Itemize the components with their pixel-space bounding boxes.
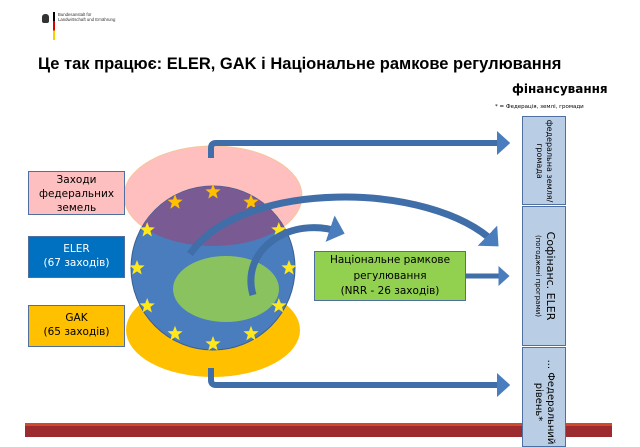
nrr-line-3: (NRR - 26 заходів) (340, 285, 440, 297)
gak-line-2: (65 заходів) (43, 326, 110, 338)
arrow-eler-to-cofinancing (187, 193, 499, 256)
federal-line-1: ... Федеральний (545, 359, 556, 445)
star-icon (271, 298, 287, 313)
cofinancing-line-1: Софінанс. ELER (544, 231, 557, 321)
financing-box-land: федеральна земля/ громада (522, 116, 566, 205)
bottom-bar (25, 423, 612, 437)
star-icon (167, 194, 183, 209)
star-icon (129, 260, 145, 275)
star-icon (167, 325, 183, 341)
eagle-icon (42, 14, 49, 23)
arrow-nrr-to-box (247, 215, 345, 296)
star-icon (205, 184, 221, 199)
laender-measures-box: Заходи федеральних земель (28, 171, 125, 215)
eler-line-2: (67 заходів) (43, 257, 110, 269)
star-icon (243, 194, 259, 209)
laender-line-2: федеральних (38, 188, 115, 200)
federal-text: ... Федеральний рівень* (532, 359, 556, 444)
nrr-line-1: Національне рамкове (329, 254, 451, 266)
page-title: Це так працює: ELER, GAK і Національне р… (38, 55, 562, 73)
eler-box: ELER (67 заходів) (28, 236, 125, 278)
logo-line-1: Bundesanstalt für (58, 12, 92, 17)
star-icon (139, 298, 155, 313)
financing-heading: фінансування (512, 82, 608, 96)
cofinancing-text: Софінанс. ELER (погоджені програми) (532, 231, 557, 321)
overlap-region (131, 186, 295, 246)
flag-stripe (53, 12, 55, 40)
federal-line-2: рівень* (533, 382, 544, 422)
star-icon (243, 325, 259, 341)
laender-line-1: Заходи (56, 174, 97, 186)
star-icon (281, 260, 297, 275)
land-text: федеральна земля/ громада (534, 119, 554, 202)
nrr-line-2: регулювання (353, 269, 427, 282)
land-line-2: громада (535, 142, 544, 179)
gak-box: GAK (65 заходів) (28, 305, 125, 347)
eler-line-1: ELER (63, 243, 90, 255)
financing-footnote: * = Федерація, землі, громади (495, 104, 584, 110)
cofinancing-line-2: (погоджені програми) (534, 234, 542, 318)
logo-text: Bundesanstalt für Landwirtschaft und Ern… (58, 12, 115, 22)
nrr-ellipse (173, 256, 279, 322)
logo: Bundesanstalt für Landwirtschaft und Ern… (42, 12, 162, 40)
gak-line-1: GAK (65, 312, 88, 324)
star-icon (139, 222, 155, 237)
laender-line-3: земель (56, 202, 97, 214)
star-icon (205, 336, 221, 351)
logo-line-2: Landwirtschaft und Ernährung (58, 17, 116, 22)
financing-box-cofinancing: Софінанс. ELER (погоджені програми) (522, 206, 566, 346)
nrr-box: Національне рамкове регулювання (NRR - 2… (314, 251, 466, 301)
eu-stars (129, 184, 297, 351)
star-icon (271, 222, 287, 237)
arrow-laender-to-land (208, 131, 511, 158)
financing-box-federal: ... Федеральний рівень* (522, 347, 566, 447)
arrow-gak-to-federal (208, 368, 511, 397)
land-line-1: федеральна земля/ (545, 119, 554, 202)
